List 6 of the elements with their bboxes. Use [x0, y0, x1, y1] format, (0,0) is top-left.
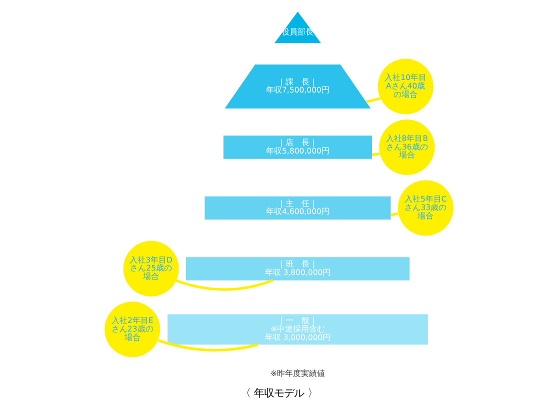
- connector: [157, 338, 258, 352]
- connector: [175, 278, 273, 290]
- connector: [366, 96, 380, 103]
- caption: 〈 年収モデル 〉: [240, 386, 317, 399]
- connector: [390, 212, 398, 216]
- connector: [372, 152, 380, 156]
